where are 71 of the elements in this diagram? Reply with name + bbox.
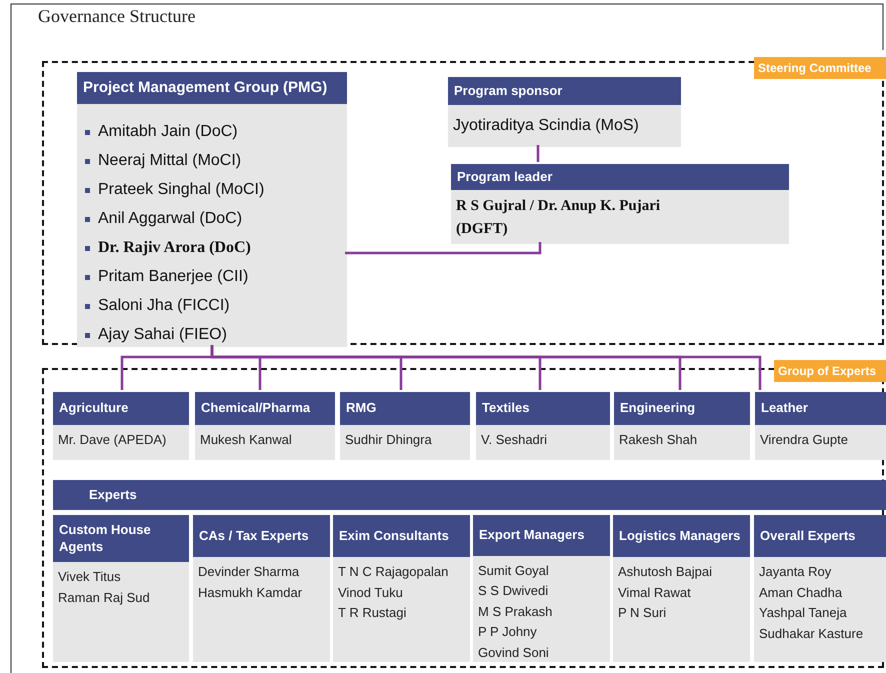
role-card	[473, 515, 610, 662]
role-card	[754, 515, 886, 662]
role-card	[195, 392, 335, 460]
person-name: Sudhakar Kasture	[759, 624, 864, 642]
person-name: P P Johny	[478, 623, 538, 641]
card-header: Overall Experts	[754, 515, 886, 557]
card-header: Chemical/Pharma	[195, 392, 335, 425]
person-name: Virendra Gupte	[760, 431, 849, 449]
connector-line	[536, 145, 540, 162]
role-card	[613, 515, 750, 662]
person-name: Jyotiraditya Scindia (MoS)	[453, 116, 640, 136]
card-header: Leather	[755, 392, 886, 425]
group-tag: Group of Experts	[774, 360, 886, 382]
person-name: Devinder Sharma	[198, 563, 300, 581]
person-name: Aman Chadha	[759, 584, 844, 602]
card-header: Project Management Group (PMG)	[77, 72, 347, 104]
person-name: Rakesh Shah	[619, 431, 698, 449]
member-name: Pritam Banerjee (CII)	[98, 267, 248, 287]
person-name: Hasmukh Kamdar	[198, 584, 304, 602]
card-header: Textiles	[476, 392, 610, 425]
person-name: Vimal Rawat	[618, 584, 692, 602]
person-name: Jayanta Roy	[759, 563, 832, 581]
card-header: RMG	[340, 392, 470, 425]
member-name: Anil Aggarwal (DoC)	[98, 209, 242, 229]
person-name: Mukesh Kanwal	[200, 431, 293, 449]
person-name: P N Suri	[618, 604, 668, 622]
person-name: Sudhir Dhingra	[345, 431, 433, 449]
person-name: Ashutosh Bajpai	[618, 563, 713, 581]
person-name: Mr. Dave (APEDA)	[58, 431, 168, 449]
role-card	[53, 515, 189, 662]
card-header: Agriculture	[53, 392, 189, 425]
role-card	[476, 392, 610, 460]
diagram-title: Governance Structure	[38, 5, 196, 28]
person-name: T R Rustagi	[338, 604, 408, 622]
section-header-bar: Experts	[53, 480, 886, 510]
person-name: T N C Rajagopalan	[338, 563, 450, 581]
person-name: S S Dwivedi	[478, 582, 550, 600]
role-card	[614, 392, 750, 460]
card-header: Export Managers	[473, 515, 610, 556]
member-name: Ajay Sahai (FIEO)	[98, 325, 227, 345]
person-name: Yashpal Taneja	[759, 604, 848, 622]
member-name: Saloni Jha (FICCI)	[98, 296, 230, 316]
person-name: R S Gujral / Dr. Anup K. Pujari (DGFT)	[456, 197, 662, 238]
person-name: M S Prakash	[478, 602, 554, 620]
role-card	[333, 515, 470, 662]
card-header: CAs / Tax Experts	[193, 515, 330, 557]
role-card	[340, 392, 470, 460]
person-name: Sumit Goyal	[478, 562, 550, 580]
connector-line	[345, 242, 542, 254]
member-name: Amitabh Jain (DoC)	[98, 122, 238, 142]
role-card	[755, 392, 886, 460]
card-header: Exim Consultants	[333, 515, 470, 557]
role-card	[53, 392, 189, 460]
card-header: Engineering	[614, 392, 750, 425]
role-card	[451, 164, 789, 244]
role-card	[448, 77, 681, 147]
person-name: V. Seshadri	[481, 431, 548, 449]
person-name: Vinod Tuku	[338, 584, 404, 602]
member-name: Prateek Singhal (MoCI)	[98, 180, 264, 200]
card-header: Program sponsor	[448, 77, 681, 105]
card-header: Program leader	[451, 164, 789, 190]
member-name: Dr. Rajiv Arora (DoC)	[98, 238, 251, 258]
person-name: Vivek Titus	[58, 568, 122, 586]
person-name: Govind Soni	[478, 644, 550, 662]
member-list-card	[77, 72, 347, 347]
person-name: Raman Raj Sud	[58, 588, 151, 607]
card-header: Logistics Managers	[613, 515, 750, 557]
member-name: Neeraj Mittal (MoCI)	[98, 151, 242, 171]
role-card	[193, 515, 330, 662]
card-header: Custom House Agents	[53, 515, 189, 562]
group-tag: Steering Committee	[754, 57, 886, 79]
